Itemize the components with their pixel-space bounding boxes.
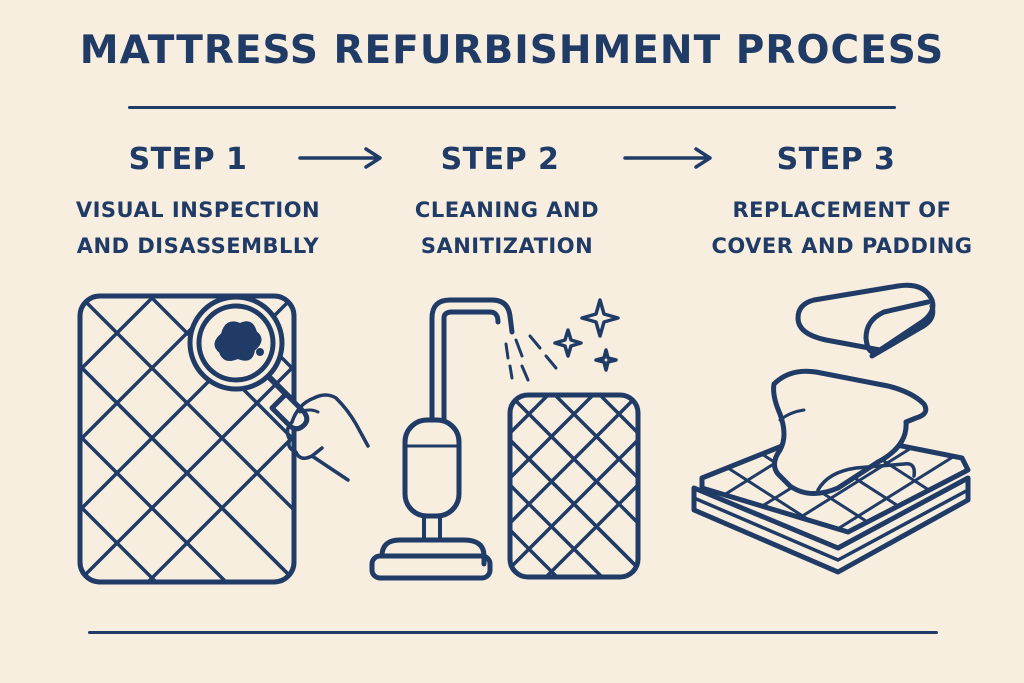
step-1-line-2: AND DISASSEMBLLY — [76, 234, 320, 258]
step-3-line-1: REPLACEMENT OF — [732, 198, 952, 222]
arrow-right-icon — [298, 147, 382, 169]
title-divider — [128, 106, 896, 109]
page-title: MATTRESS REFURBISHMENT PROCESS — [79, 28, 945, 73]
arrow-right-icon — [623, 147, 712, 169]
mattress-magnifier-icon — [77, 293, 370, 585]
bottom-divider — [88, 631, 938, 634]
new-cover-padding-icon — [691, 282, 971, 575]
step-1-label: STEP 1 — [128, 142, 248, 177]
step-1-description: VISUAL INSPECTION AND DISASSEMBLLY — [38, 192, 358, 264]
step-3-description: REPLACEMENT OF COVER AND PADDING — [682, 192, 1002, 264]
step-2-line-1: CLEANING AND — [414, 198, 600, 222]
step-2-line-2: SANITIZATION — [420, 234, 594, 258]
steam-cleaner-icon — [369, 297, 641, 581]
step-2-description: CLEANING AND SANITIZATION — [347, 192, 667, 264]
step-3-label: STEP 3 — [776, 142, 896, 177]
step-1-line-1: VISUAL INSPECTION — [75, 198, 321, 222]
step-2-label: STEP 2 — [440, 142, 560, 177]
step-3-line-2: COVER AND PADDING — [711, 234, 973, 258]
